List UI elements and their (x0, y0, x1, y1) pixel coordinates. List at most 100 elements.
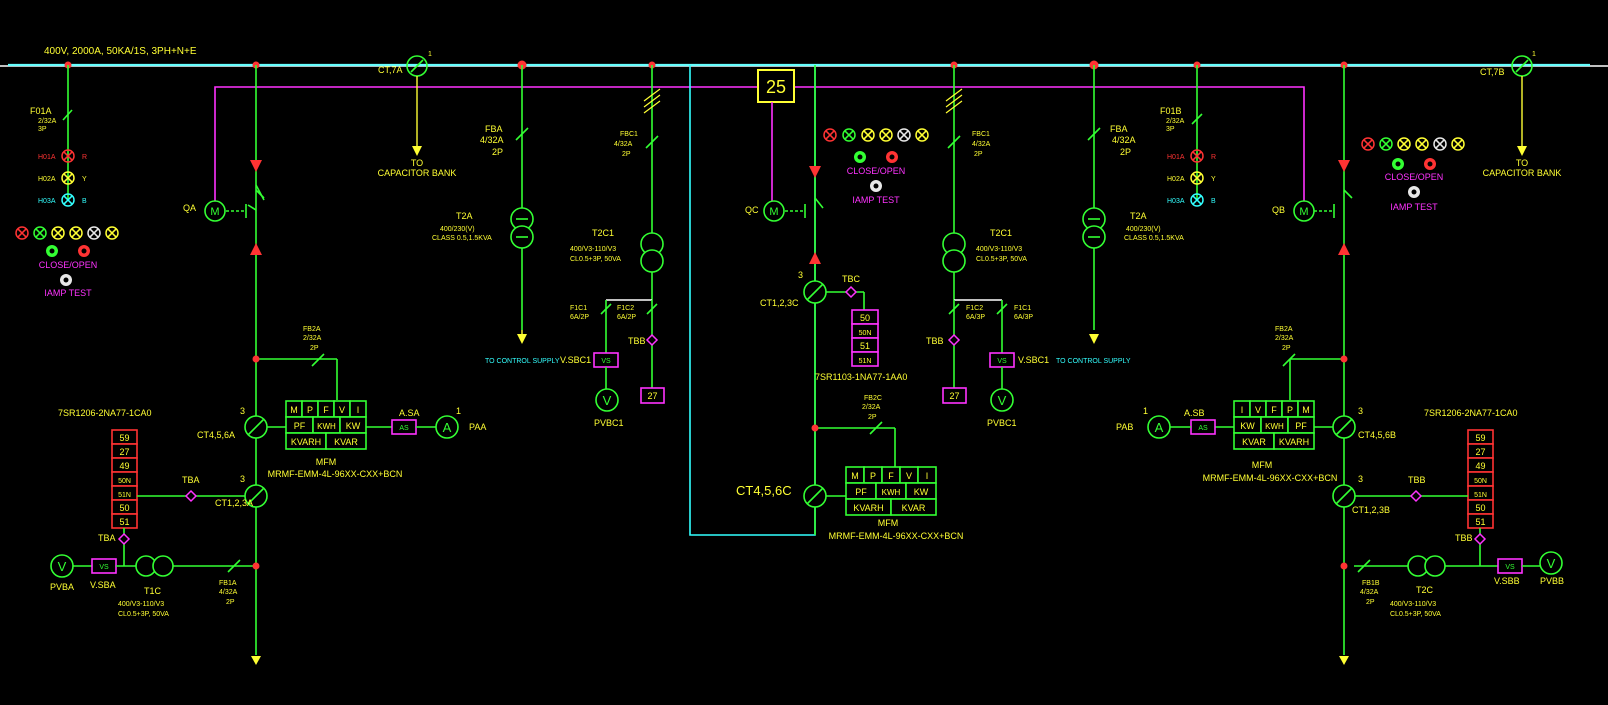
fuse-a-name: F01A (30, 106, 52, 116)
breaker-qa-contacts[interactable] (247, 160, 265, 255)
fbb-fuse[interactable] (1087, 127, 1101, 141)
relay-a-fn-4: 51N (118, 492, 131, 499)
busbar-label: 400V, 2000A, 50KA/1S, 3PH+N+E (44, 46, 197, 57)
close-open-pushbuttons-b[interactable] (1392, 158, 1436, 170)
mfm-c-t0: M (851, 471, 859, 481)
test-block-tbb-right[interactable] (947, 333, 961, 347)
breaker-qb-contacts[interactable] (1338, 160, 1353, 255)
test-block-tbb-b[interactable] (1409, 489, 1423, 503)
mfm-a-b1: KVAR (334, 437, 358, 447)
test-block-tba-2[interactable] (117, 532, 131, 546)
svg-text:VS: VS (99, 564, 109, 571)
fba-fuse[interactable] (515, 127, 529, 141)
ct-7b-label: CT,7B (1480, 67, 1505, 77)
mfm-c-b1: KVAR (902, 503, 926, 513)
voltmeter-pvbb[interactable] (1539, 551, 1563, 575)
fbc1-rating-right: 4/32A (972, 141, 991, 148)
mfm-b-box[interactable] (1233, 400, 1315, 450)
mfm-a-model: MRMF-EMM-4L-96XX-CXX+BCN (268, 469, 403, 479)
f1c2-fuse-right[interactable] (948, 303, 960, 315)
phase-indicator-lamps-a (61, 149, 75, 207)
test-block-tbc[interactable] (844, 285, 858, 299)
mfm-b-b1: KVARH (1279, 437, 1309, 447)
voltmeter-pvbc1-right[interactable] (990, 388, 1014, 412)
f1c1-fuse-right[interactable] (996, 303, 1008, 315)
breaker-qc-contacts[interactable] (809, 166, 824, 264)
tbb-b-label: TBB (1408, 475, 1426, 485)
ammeter-paa[interactable] (435, 415, 459, 439)
t2c1-left-spec2: CL0.5+3P, 50VA (570, 256, 621, 263)
breaker-qb-motor[interactable] (1293, 200, 1315, 222)
vsbb-label: V.SBB (1494, 576, 1520, 586)
test-block-tbb-left[interactable] (645, 333, 659, 347)
fuse-b-symbol[interactable] (1191, 113, 1203, 125)
lamp-test-button-b[interactable] (1408, 186, 1420, 198)
fb2b-poles: 2P (1282, 345, 1291, 352)
breaker-qc-motor[interactable] (763, 200, 785, 222)
ct-7a-label: CT,7A (378, 65, 403, 75)
tba-label: TBA (182, 475, 200, 485)
tbb-b2-label: TBB (1455, 533, 1473, 543)
test-block-tbb-b2[interactable] (1473, 532, 1487, 546)
relay-a-box[interactable] (111, 429, 138, 529)
uv-relay-right[interactable] (942, 387, 967, 404)
fb2c-fuse[interactable] (869, 421, 883, 435)
fba-poles: 2P (492, 147, 503, 157)
mfm-b-t3: P (1287, 405, 1293, 415)
mfm-a-box[interactable] (285, 400, 367, 450)
svg-text:AS: AS (399, 425, 409, 432)
fbc1-fuse-right[interactable] (947, 135, 961, 149)
t2c1-right-name: T2C1 (990, 228, 1012, 238)
close-open-label-a: CLOSE/OPEN (39, 260, 98, 270)
fuse-a-symbol[interactable] (62, 109, 73, 121)
t1c-transformer-b[interactable] (152, 555, 174, 577)
t2b-spec1: 400/230(V) (1126, 226, 1161, 233)
breaker-qa-motor[interactable] (204, 200, 226, 222)
t2b-spec2: CLASS 0.5,1.5KVA (1124, 235, 1184, 242)
lamp-h01a-phase: R (82, 154, 87, 161)
relay-c-fn-3: 51N (859, 358, 872, 365)
lamp-test-button-c[interactable] (870, 180, 882, 192)
lamp-h01b-phase: R (1211, 154, 1216, 161)
t2c1-right-secondary[interactable] (942, 249, 966, 273)
f1c1-right-name: F1C1 (1014, 305, 1031, 312)
svg-text:V: V (998, 393, 1007, 408)
fb1a-fuse[interactable] (227, 559, 241, 573)
mfm-a-m1: KWH (317, 422, 336, 431)
fb2a-fuse[interactable] (311, 353, 325, 367)
lamp-test-button-a[interactable] (60, 274, 72, 286)
cap-bank-label-a: CAPACITOR BANK (378, 168, 457, 178)
lamp-h03a-phase: B (82, 198, 87, 205)
uv-relay-left[interactable] (640, 387, 665, 404)
f1c1-fuse-left[interactable] (600, 303, 612, 315)
fb2b-fuse[interactable] (1282, 353, 1296, 367)
voltmeter-pvbc1-left[interactable] (595, 388, 619, 412)
relay-c-fn-1: 50N (859, 330, 872, 337)
fb2b-name: FB2A (1275, 326, 1293, 333)
feeder-a-arrow (251, 656, 261, 665)
mfm-c-box[interactable] (845, 466, 937, 516)
relay-b-box[interactable] (1467, 429, 1494, 529)
f1c2-left-rating: 6A/2P (617, 314, 636, 321)
tbb-right-label: TBB (926, 336, 944, 346)
fb1a-poles: 2P (226, 599, 235, 606)
status-lamps-c (823, 128, 929, 142)
t2c-transformer-b[interactable] (1424, 555, 1446, 577)
svg-text:V: V (1547, 556, 1556, 571)
test-block-tba[interactable] (184, 489, 198, 503)
ammeter-pab[interactable] (1147, 415, 1171, 439)
mfm-a-name: MFM (316, 457, 337, 467)
t2c-spec1: 400/V3-110/V3 (1390, 601, 1436, 608)
relay-c-box[interactable] (851, 309, 879, 367)
lamp-h03b-name: H03A (1167, 198, 1185, 205)
close-open-pushbuttons-a[interactable] (46, 245, 90, 257)
fbc1-fuse-left[interactable] (645, 135, 659, 149)
close-open-pushbuttons-c[interactable] (854, 151, 898, 163)
svg-text:1: 1 (456, 406, 461, 416)
t2c-spec2: CL0.5+3P, 50VA (1390, 611, 1441, 618)
mfm-b-t0: I (1241, 405, 1244, 415)
fb1b-poles: 2P (1366, 599, 1375, 606)
fb1b-fuse[interactable] (1357, 559, 1371, 573)
t2c1-left-secondary[interactable] (640, 249, 664, 273)
sync-check-relay[interactable] (757, 69, 795, 103)
